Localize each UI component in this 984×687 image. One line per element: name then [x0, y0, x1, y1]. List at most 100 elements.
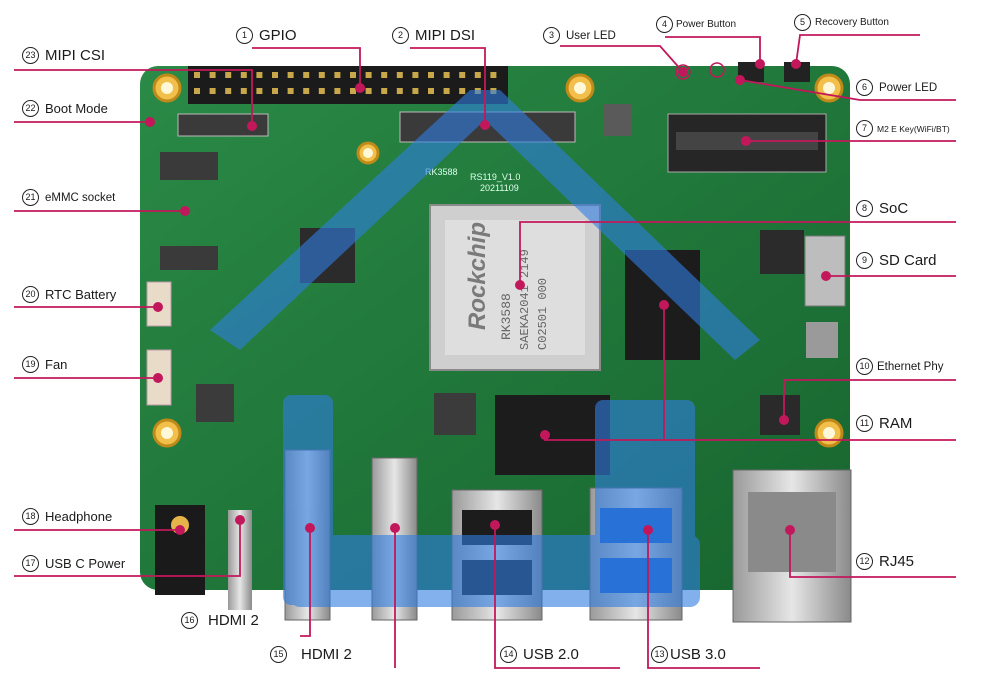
soc-brand: Rockchip	[464, 222, 491, 330]
leader-headphone-dot	[175, 525, 185, 535]
gpio-pin	[287, 72, 294, 78]
label-5-recovery-button: 5 Recovery Button	[794, 14, 889, 31]
gpio-pin	[240, 88, 247, 94]
callout-number: 20	[22, 286, 39, 303]
label-4-power-button: 4 Power Button	[656, 16, 736, 33]
leader-rj45	[789, 530, 956, 578]
gpio-pin	[318, 72, 325, 78]
callout-text: USB C Power	[45, 556, 126, 571]
leader-mipi-dsi-dot	[480, 120, 490, 130]
callout-text: SD Card	[879, 252, 937, 269]
leader-usb2	[494, 525, 620, 669]
recovery-button	[784, 62, 810, 82]
gpio-pin	[396, 88, 403, 94]
gpio-pin	[428, 72, 434, 78]
leader-usb-c-dot	[235, 515, 245, 525]
callout-text: HDMI 2	[301, 646, 352, 663]
callout-number: 15	[270, 646, 287, 663]
leader-eth-phy-dot	[779, 415, 789, 425]
mipi-csi-connector	[177, 113, 269, 137]
label-2-mipi-dsi: 2 MIPI DSI	[392, 27, 475, 44]
label-17-usb-c-power: 17 USB C Power	[22, 555, 125, 572]
label-19-fan: 19 Fan	[22, 356, 67, 373]
label-14-usb-2: 14 USB 2.0	[500, 646, 579, 663]
label-11-ram: 11 RAM	[856, 415, 912, 432]
callout-text: User LED	[566, 29, 616, 42]
leader-hdmi-16-dot	[305, 523, 315, 533]
leader-user-led-dot	[678, 67, 688, 77]
callout-number: 7	[856, 120, 873, 137]
label-9-sd-card: 9 SD Card	[856, 252, 937, 269]
leader-mipi-csi	[14, 69, 253, 126]
leader-fan-dot	[153, 373, 163, 383]
leader-soc	[519, 221, 956, 285]
gpio-pin	[209, 72, 216, 78]
label-7-m2-e-key: 7 M2 E Key(WiFi/BT)	[856, 120, 950, 137]
callout-text: USB 2.0	[523, 646, 579, 663]
callout-number: 12	[856, 553, 873, 570]
gpio-header	[188, 66, 508, 104]
gpio-pin	[303, 88, 310, 94]
callout-number: 14	[500, 646, 517, 663]
gpio-pin	[443, 88, 450, 94]
gpio-pin	[194, 88, 200, 94]
callout-text: Power LED	[879, 81, 938, 94]
board-date-silk: 20211109	[480, 183, 519, 193]
callout-text: M2 E Key(WiFi/BT)	[877, 123, 950, 134]
callout-text: Boot Mode	[45, 101, 108, 116]
gpio-pin	[459, 72, 466, 78]
leader-usb-c	[14, 520, 241, 577]
callout-number: 10	[856, 358, 873, 375]
gpio-pin	[396, 72, 403, 78]
user-led	[675, 64, 691, 80]
leader-usb3-dot	[643, 525, 653, 535]
callout-number: 3	[543, 27, 560, 44]
sd-card-slot	[804, 235, 846, 307]
label-22-boot-mode: 22 Boot Mode	[22, 100, 108, 117]
gpio-pin	[256, 72, 263, 78]
callout-text: RJ45	[879, 553, 915, 570]
gpio-pin	[303, 72, 310, 78]
gpio-pin	[474, 72, 481, 78]
gpio-pin	[381, 72, 388, 78]
gpio-pin	[240, 72, 247, 78]
callout-number: 6	[856, 79, 873, 96]
leader-power-btn	[665, 36, 761, 64]
gpio-pin	[194, 72, 200, 78]
leader-gpio	[252, 47, 361, 88]
emmc-socket	[160, 152, 218, 180]
label-12-rj45: 12 RJ45	[856, 553, 914, 570]
callout-number: 11	[856, 415, 873, 432]
callout-number: 1	[236, 27, 253, 44]
soc-line3: C02501 000	[536, 278, 550, 350]
label-20-rtc-battery: 20 RTC Battery	[22, 286, 116, 303]
label-1-gpio: 1 GPIO	[236, 27, 297, 44]
leader-power-led	[739, 79, 956, 101]
leader-mipi-dsi	[410, 47, 486, 125]
callout-number: 8	[856, 200, 873, 217]
leader-m2-dot	[741, 136, 751, 146]
gpio-pin	[350, 72, 356, 78]
leader-usb2-dot	[490, 520, 500, 530]
gpio-pin	[287, 88, 294, 94]
leader-rtc-dot	[153, 302, 163, 312]
gpio-pin	[350, 88, 356, 94]
gpio-pin	[459, 88, 466, 94]
callout-number: 9	[856, 252, 873, 269]
callout-text: Recovery Button	[815, 17, 889, 28]
gpio-pin	[225, 88, 232, 94]
callout-number: 16	[181, 612, 198, 629]
leader-soc-dot	[515, 280, 525, 290]
callout-number: 17	[22, 555, 39, 572]
label-6-power-led: 6 Power LED	[856, 79, 937, 96]
soc-model: RK3588	[499, 293, 514, 340]
leader-emmc-dot	[180, 206, 190, 216]
gpio-pin	[334, 88, 341, 94]
leader-ram-2-dot	[659, 300, 669, 310]
callout-text: HDMI 2	[208, 612, 259, 629]
leader-user-led	[560, 45, 684, 73]
callout-number: 4	[656, 16, 673, 33]
callout-number: 23	[22, 47, 39, 64]
